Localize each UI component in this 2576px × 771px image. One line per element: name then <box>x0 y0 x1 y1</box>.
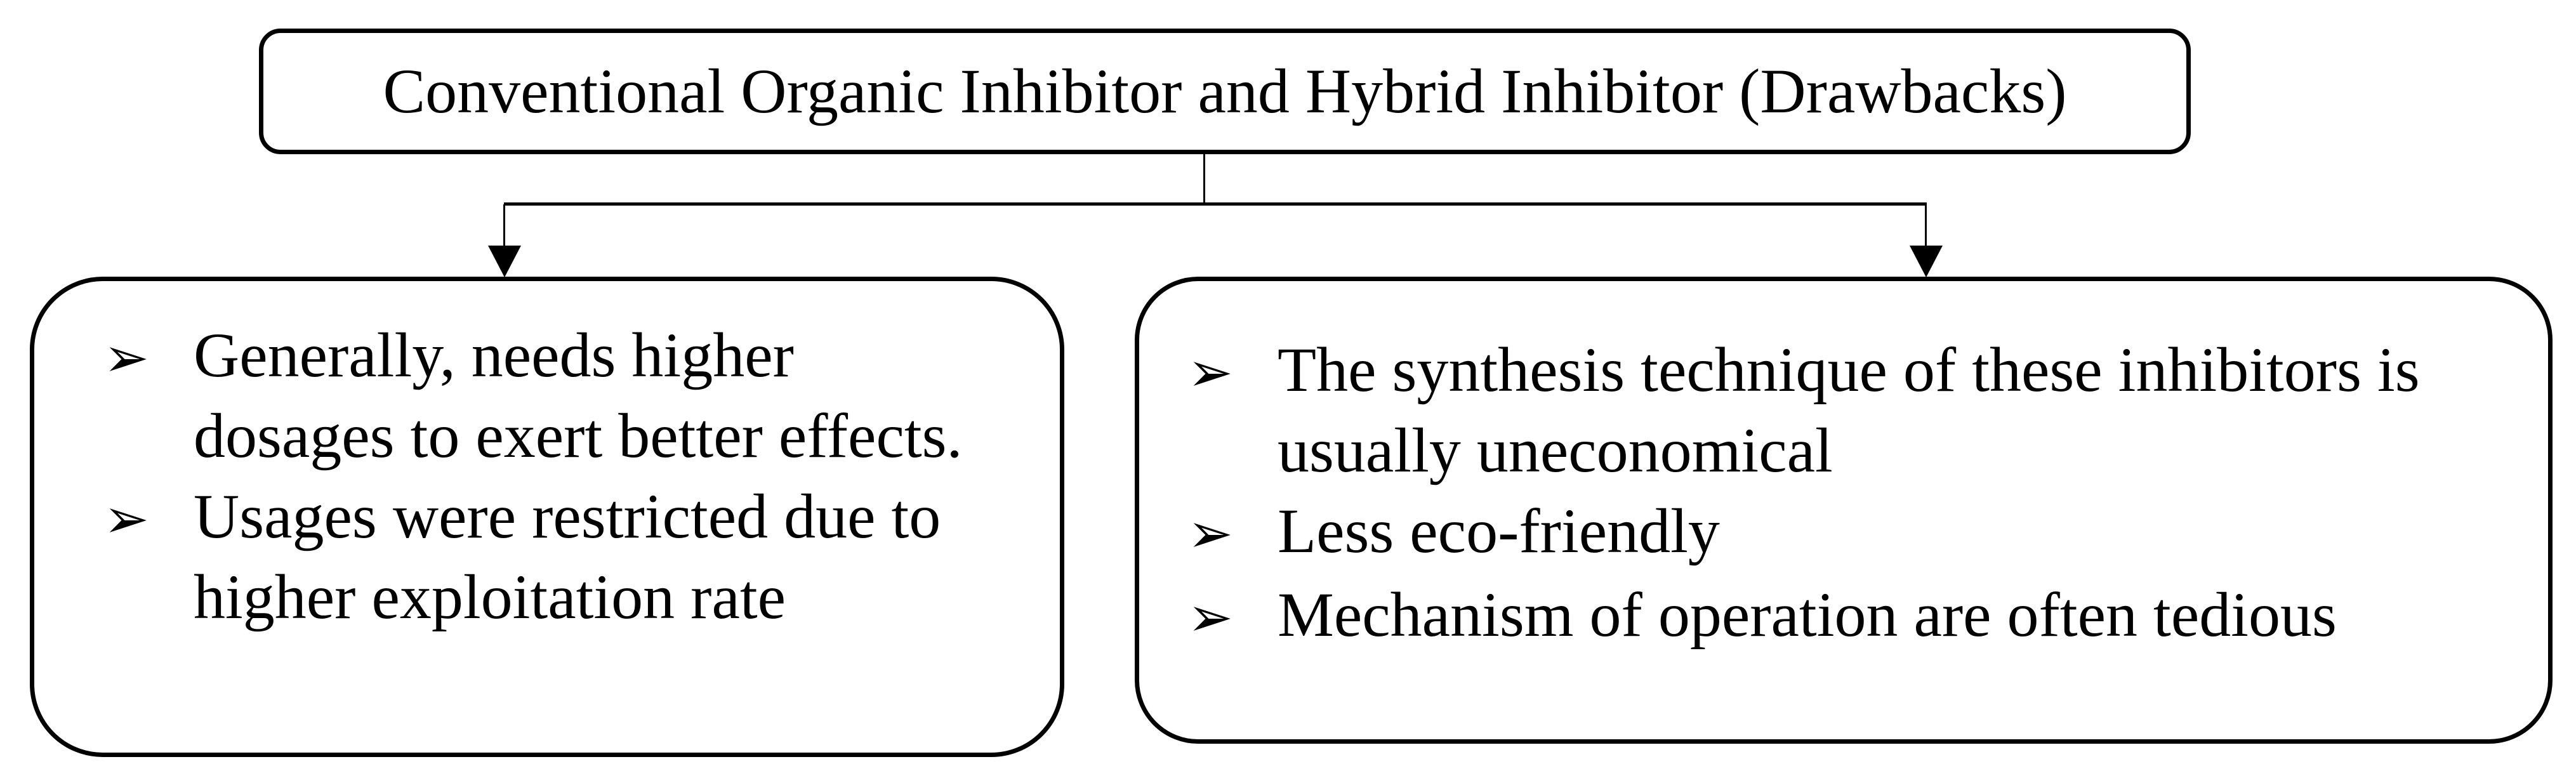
left-bullet-list: ➢ Generally, needs higher dosages to exe… <box>34 281 1060 637</box>
arrow-bullet-icon: ➢ <box>1187 502 1234 565</box>
connector-stem-line <box>1203 152 1205 204</box>
list-item-text: Mechanism of operation are often tedious <box>1278 579 2337 650</box>
connector-right-drop-line <box>1925 204 1927 246</box>
list-item-text: Generally, needs higher dosages to exert… <box>194 320 963 471</box>
list-item: ➢ Mechanism of operation are often tedio… <box>1187 574 2535 658</box>
list-item-text: Usages were restricted due to higher exp… <box>194 481 941 632</box>
right-drawbacks-box: ➢ The synthesis technique of these inhib… <box>1135 277 2553 744</box>
arrow-bullet-icon: ➢ <box>103 487 150 551</box>
list-item: ➢ The synthesis technique of these inhib… <box>1187 329 2535 491</box>
list-item: ➢ Usages were restricted due to higher e… <box>103 476 1047 637</box>
connector-branch-line <box>504 202 1927 206</box>
connector-left-drop-line <box>503 204 505 246</box>
arrow-bullet-icon: ➢ <box>1187 586 1234 649</box>
down-arrowhead-right-icon <box>1910 246 1943 277</box>
diagram-title: Conventional Organic Inhibitor and Hybri… <box>383 56 2067 126</box>
right-bullet-list: ➢ The synthesis technique of these inhib… <box>1139 281 2548 658</box>
left-drawbacks-box: ➢ Generally, needs higher dosages to exe… <box>30 277 1064 757</box>
list-item: ➢ Generally, needs higher dosages to exe… <box>103 315 1047 476</box>
down-arrowhead-left-icon <box>488 246 521 277</box>
title-box: Conventional Organic Inhibitor and Hybri… <box>259 29 2191 154</box>
arrow-bullet-icon: ➢ <box>1187 341 1234 404</box>
list-item: ➢ Less eco-friendly <box>1187 491 2535 574</box>
list-item-text: The synthesis technique of these inhibit… <box>1278 334 2420 485</box>
list-item-text: Less eco-friendly <box>1278 496 1720 566</box>
arrow-bullet-icon: ➢ <box>103 326 150 390</box>
